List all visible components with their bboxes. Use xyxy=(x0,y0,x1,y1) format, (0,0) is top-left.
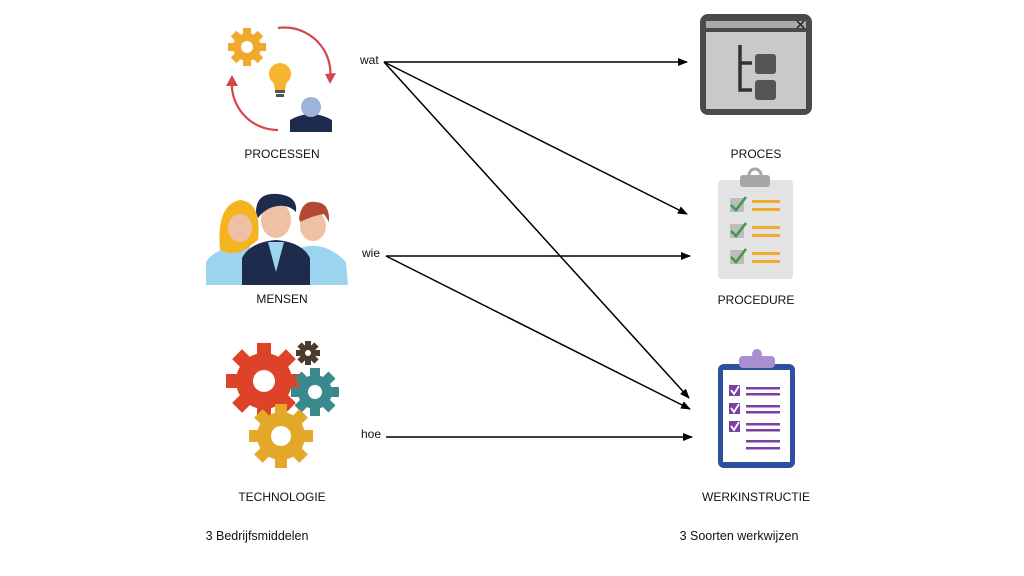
label-proces: PROCES xyxy=(730,147,782,161)
arrow-wat-procedure xyxy=(383,61,688,215)
label-procedure: PROCEDURE xyxy=(717,293,795,307)
process-cycle-icon xyxy=(226,26,336,132)
label-processen: PROCESSEN xyxy=(244,147,320,161)
connector-label-wie: wie xyxy=(362,246,381,260)
arrow-wie-werkinstructie xyxy=(385,255,691,410)
connector-arrows xyxy=(383,58,693,441)
instruction-clipboard-icon xyxy=(718,349,795,468)
checklist-clipboard-icon xyxy=(718,167,793,279)
arrow-wat-werkinstructie xyxy=(383,61,690,399)
connector-label-hoe: hoe xyxy=(361,427,382,441)
label-technologie: TECHNOLOGIE xyxy=(238,490,326,504)
process-window-icon xyxy=(700,14,812,115)
label-mensen: MENSEN xyxy=(256,292,308,306)
label-werkinstructie: WERKINSTRUCTIE xyxy=(702,490,810,504)
caption-bedrijfsmiddelen: 3 Bedrijfsmiddelen xyxy=(205,529,309,543)
connector-label-wat: wat xyxy=(360,53,379,67)
gears-icon xyxy=(226,341,339,468)
people-group-icon xyxy=(206,193,348,285)
caption-soorten-werkwijzen: 3 Soorten werkwijzen xyxy=(679,529,799,543)
